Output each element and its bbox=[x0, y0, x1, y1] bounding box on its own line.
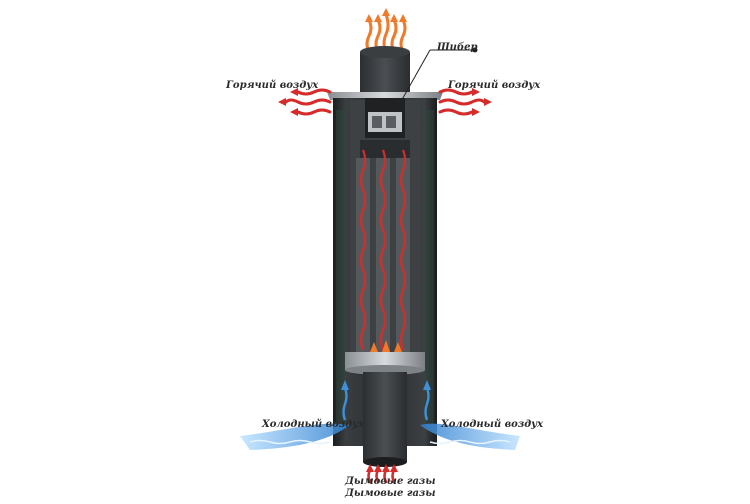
cold-air-label-left: Холодный воздух bbox=[262, 419, 365, 430]
hot-air-arrows-left bbox=[284, 88, 332, 116]
smoke-gases-label-duplicate: Дымовые газы bbox=[345, 488, 436, 499]
hot-air-label-left: Горячий воздух bbox=[226, 80, 319, 91]
cold-air-label-right: Холодный воздух bbox=[441, 419, 544, 430]
flame-arrow-icon bbox=[399, 18, 407, 54]
damper-label: Шибер bbox=[437, 42, 478, 53]
damper-leader bbox=[394, 47, 478, 113]
hot-air-label-right: Горячий воздух bbox=[448, 80, 541, 91]
hot-arrow-icon bbox=[296, 88, 332, 96]
hot-arrow-icon bbox=[438, 88, 474, 96]
cold-air-flow-right bbox=[420, 423, 520, 450]
hot-air-arrows-right bbox=[438, 88, 486, 116]
lower-flame-arrows bbox=[370, 340, 402, 352]
hot-arrow-icon bbox=[284, 98, 332, 106]
hot-arrow-icon bbox=[438, 108, 474, 116]
lower-ring bbox=[345, 352, 425, 370]
heat-tubes bbox=[356, 158, 410, 354]
hot-flow-in-tubes bbox=[359, 149, 407, 351]
hot-arrow-icon bbox=[438, 98, 486, 106]
flame-arrow-icon bbox=[365, 18, 373, 54]
top-pipe-outlet bbox=[360, 52, 410, 92]
cold-air-flow-left bbox=[240, 423, 350, 450]
bottom-inlet-pipe bbox=[363, 372, 407, 462]
hot-arrow-icon bbox=[296, 108, 332, 116]
smoke-gases-label: Дымовые газы bbox=[345, 476, 436, 487]
